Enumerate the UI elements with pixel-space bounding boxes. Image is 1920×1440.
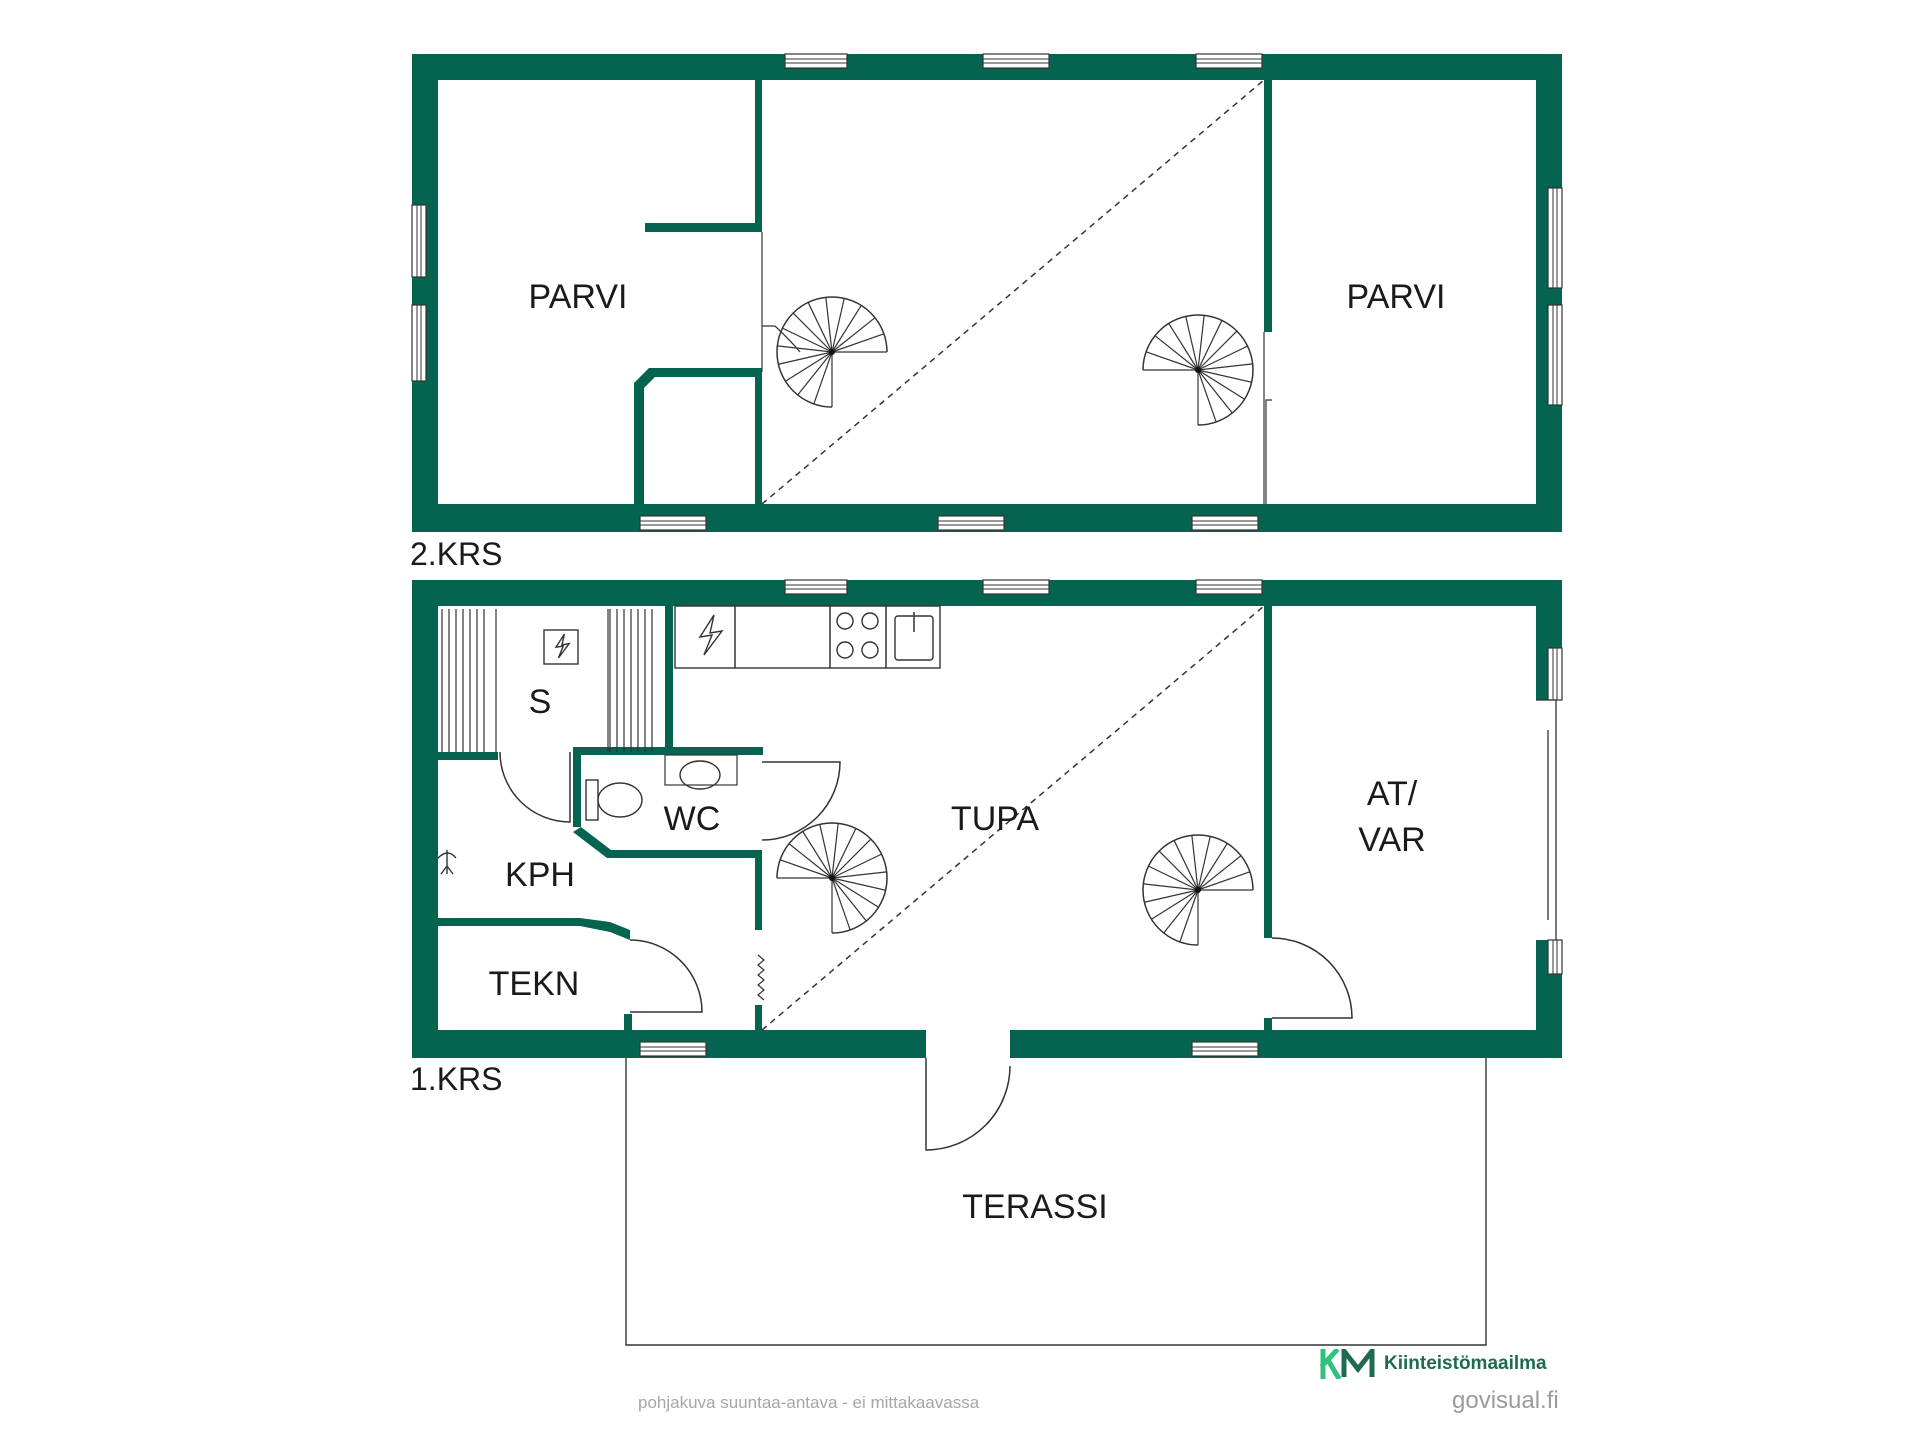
wall xyxy=(1264,1018,1272,1030)
wall xyxy=(624,1014,632,1030)
wall xyxy=(1264,80,1272,332)
spiral-stair-icon xyxy=(776,296,888,408)
brand-logo: Kiinteistömaailma xyxy=(1320,1346,1547,1382)
window-icon xyxy=(639,515,707,531)
spiral-stair-icon xyxy=(1142,834,1254,946)
window-icon xyxy=(639,1041,707,1057)
wall xyxy=(755,1005,762,1030)
wall xyxy=(412,54,438,532)
window-icon xyxy=(784,579,848,595)
brand-name: Kiinteistömaailma xyxy=(1384,1353,1547,1374)
door-swing-icon xyxy=(925,1058,1011,1151)
wall xyxy=(438,918,580,926)
room-label-tekn: TEKN xyxy=(489,965,580,1003)
window-icon xyxy=(982,579,1050,595)
room-label-tupa: TUPA xyxy=(951,800,1039,838)
room-label-parvi-right: PARVI xyxy=(1347,278,1446,316)
washbasin-icon xyxy=(679,760,721,790)
stove-icon xyxy=(836,641,854,659)
sliding-door-icon xyxy=(1536,699,1557,940)
spiral-stair-icon xyxy=(776,822,888,934)
walls xyxy=(412,54,1562,1058)
window-icon xyxy=(1191,1041,1259,1057)
stove-icon xyxy=(861,641,879,659)
wall xyxy=(645,223,762,232)
plan-line xyxy=(762,325,1265,504)
plan-line xyxy=(1265,399,1272,504)
sauna-stove-icon xyxy=(543,629,579,665)
door-swing-icon xyxy=(761,761,841,841)
door-swing-icon xyxy=(1271,937,1353,1019)
wall xyxy=(1536,600,1562,610)
plan-line xyxy=(774,325,801,353)
kitchen-counter xyxy=(674,605,941,669)
plan-line xyxy=(761,79,1265,505)
window-icon xyxy=(1547,647,1563,701)
wall xyxy=(573,827,762,858)
fixtures xyxy=(411,53,1563,1346)
wall xyxy=(412,580,438,1058)
stove-icon xyxy=(836,612,854,630)
room-label-sauna: S xyxy=(529,683,552,721)
room-label-parvi-left: PARVI xyxy=(529,278,628,316)
wall xyxy=(755,850,762,930)
room-label-at: AT/ xyxy=(1367,775,1418,813)
spiral-stair-icon xyxy=(1142,314,1254,426)
door-swing-icon xyxy=(499,751,571,823)
window-icon xyxy=(411,204,427,278)
window-icon xyxy=(1547,939,1563,975)
window-icon xyxy=(1547,187,1563,289)
electric-heater-icon xyxy=(698,614,724,656)
window-icon xyxy=(411,304,427,382)
door-swing-icon xyxy=(629,939,703,1013)
window-icon xyxy=(1195,53,1263,69)
washbasin-icon xyxy=(664,754,738,786)
wall xyxy=(1010,1030,1562,1058)
room-label-terassi: TERASSI xyxy=(962,1188,1107,1226)
room-label-var: VAR xyxy=(1358,821,1425,859)
disclaimer-text: pohjakuva suuntaa-antava - ei mittakaava… xyxy=(638,1393,980,1412)
window-icon xyxy=(1547,304,1563,406)
credit-text: govisual.fi xyxy=(1452,1387,1559,1414)
window-icon xyxy=(1191,515,1259,531)
terrace-outline xyxy=(625,1058,1487,1346)
wall xyxy=(634,368,762,504)
window-icon xyxy=(982,53,1050,69)
sliding-door-icon xyxy=(757,954,765,1001)
wall xyxy=(580,918,630,940)
wall xyxy=(755,372,762,504)
wall xyxy=(573,747,581,827)
wall xyxy=(1264,606,1272,938)
floor-label-lower: 1.KRS xyxy=(410,1061,502,1097)
shower-icon xyxy=(437,850,457,875)
wall xyxy=(438,752,498,760)
toilet-icon xyxy=(597,782,643,818)
electric-heater-icon xyxy=(554,633,571,659)
stove-icon xyxy=(861,612,879,630)
window-icon xyxy=(1195,579,1263,595)
wall xyxy=(1536,54,1562,532)
toilet-icon xyxy=(585,779,599,821)
wall xyxy=(665,606,673,754)
floor-label-upper: 2.KRS xyxy=(410,536,502,572)
wall xyxy=(755,80,762,232)
km-logo-icon xyxy=(1320,1349,1375,1379)
window-icon xyxy=(937,515,1005,531)
room-label-kph: KPH xyxy=(505,856,575,894)
room-label-wc: WC xyxy=(664,800,721,838)
window-icon xyxy=(784,53,848,69)
